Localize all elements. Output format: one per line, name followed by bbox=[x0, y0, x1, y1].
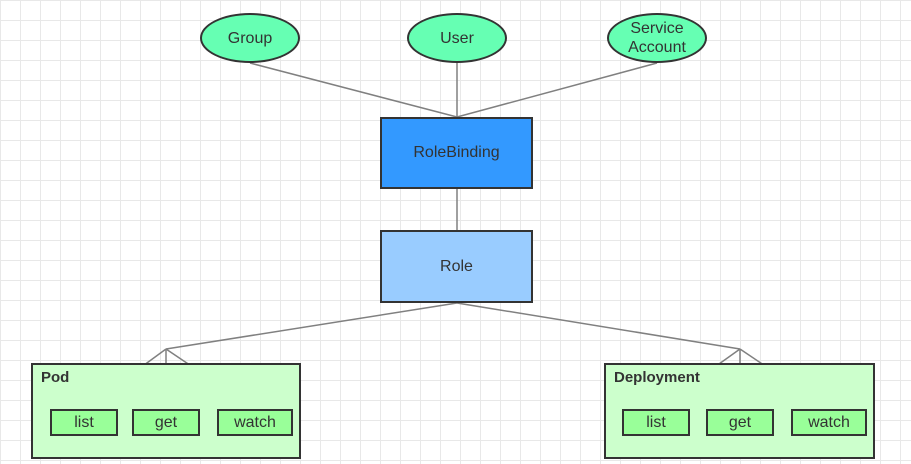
resource-group-title: Deployment bbox=[614, 369, 700, 386]
subject-group: Group bbox=[200, 13, 300, 63]
verb-deployment-get: get bbox=[706, 409, 774, 436]
resource-group-title: Pod bbox=[41, 369, 70, 386]
role-node: Role bbox=[380, 230, 533, 303]
rolebinding-node: RoleBinding bbox=[380, 117, 533, 189]
edge-role-deployment bbox=[456, 302, 741, 350]
subject-group-label: Group bbox=[227, 29, 273, 47]
verb-label: list bbox=[74, 413, 94, 431]
verb-label: watch bbox=[234, 413, 276, 431]
edge-serviceaccount-rolebinding bbox=[456, 62, 658, 118]
verb-pod-list: list bbox=[50, 409, 118, 436]
verb-deployment-list: list bbox=[622, 409, 690, 436]
rolebinding-label: RoleBinding bbox=[413, 144, 500, 161]
verb-pod-watch: watch bbox=[217, 409, 293, 436]
verb-label: watch bbox=[808, 413, 850, 431]
verb-label: list bbox=[646, 413, 666, 431]
verb-deployment-watch: watch bbox=[791, 409, 867, 436]
subject-service-account: Service Account bbox=[607, 13, 707, 63]
verb-label: get bbox=[728, 413, 752, 431]
subject-user: User bbox=[407, 13, 507, 63]
edge-role-pod bbox=[165, 302, 458, 350]
subject-user-label: User bbox=[440, 29, 474, 47]
edge-group-rolebinding bbox=[249, 62, 458, 118]
verb-pod-get: get bbox=[132, 409, 200, 436]
verb-label: get bbox=[154, 413, 178, 431]
role-label: Role bbox=[440, 257, 473, 275]
subject-service-account-label: Service Account bbox=[628, 20, 686, 56]
